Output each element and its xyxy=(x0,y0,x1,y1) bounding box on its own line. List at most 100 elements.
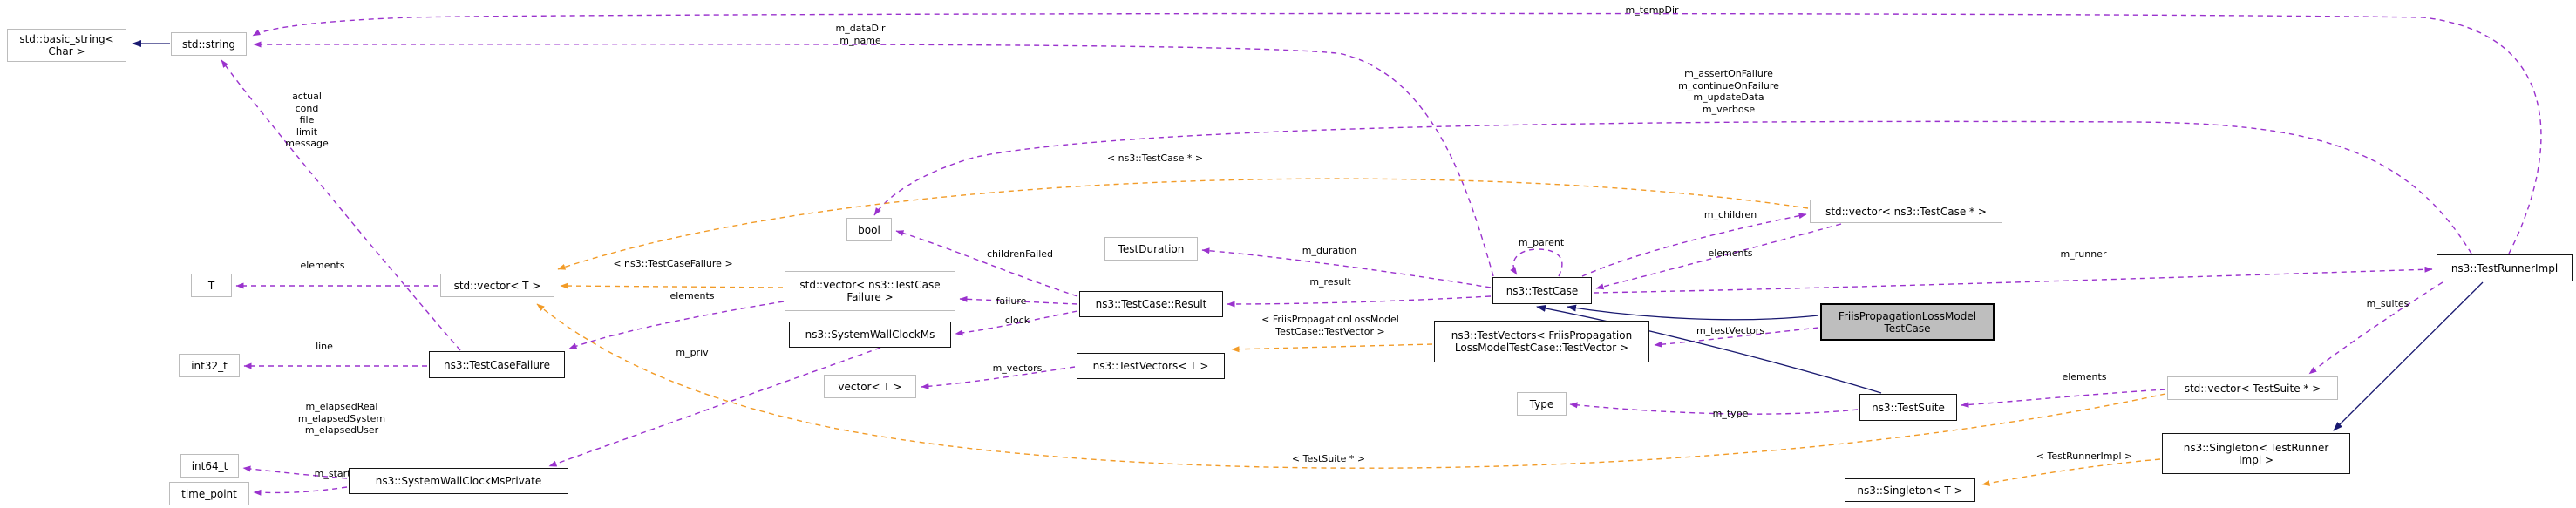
edge-label-line: < ns3::TestCaseFailure > xyxy=(613,258,733,269)
edge-label-tmpl-testrunnerimpl: < TestRunnerImpl > xyxy=(2036,450,2132,463)
class-node-testcasefailure[interactable]: ns3::TestCaseFailure xyxy=(429,351,565,378)
class-node-int64-t[interactable]: int64_t xyxy=(180,454,239,478)
edge-label-failure: failure xyxy=(996,295,1027,308)
edge-elements-tcf xyxy=(568,301,785,349)
class-node-label: ns3::TestVectors< T > xyxy=(1092,360,1209,372)
edge-label-m-tempdir: m_tempDir xyxy=(1625,4,1678,17)
class-node-label: ns3::TestRunnerImpl xyxy=(2450,261,2559,274)
class-node-label: ns3::TestCase xyxy=(1505,284,1579,297)
edge-m-suites xyxy=(2308,281,2443,375)
class-node-time-point[interactable]: time_point xyxy=(169,482,249,505)
edge-label-line: m_elapsedReal xyxy=(305,401,378,412)
edge-label-m-parent: m_parent xyxy=(1519,237,1564,249)
class-node-testcase[interactable]: ns3::TestCase xyxy=(1492,277,1592,304)
edge-label-m-children: m_children xyxy=(1704,209,1757,221)
class-node-label: int32_t xyxy=(191,359,228,372)
class-node-label: std::vector< TestSuite * > xyxy=(2184,382,2321,395)
edge-label-line: < ns3::TestCase * > xyxy=(1106,152,1204,164)
class-node-testcase-result[interactable]: ns3::TestCase::Result xyxy=(1079,291,1223,317)
edge-tmpl-tri xyxy=(1981,458,2161,486)
class-node-singleton-t[interactable]: ns3::Singleton< T > xyxy=(1845,478,1975,502)
edge-label-line: m_dataDir xyxy=(835,23,886,34)
edge-label-tmpl-testcasefailure: < ns3::TestCaseFailure > xyxy=(613,258,732,270)
class-node-test-duration[interactable]: TestDuration xyxy=(1104,237,1198,261)
class-node-label: std::basic_string< xyxy=(19,33,114,45)
class-node-label: ns3::TestVectors< FriisPropagation xyxy=(1451,329,1633,342)
class-node-label: FriisPropagationLossModel xyxy=(1838,309,1977,322)
class-node-bool[interactable]: bool xyxy=(846,218,892,241)
class-node-label: Char > xyxy=(48,45,85,58)
edge-label-line: m_elapsedSystem xyxy=(297,412,386,424)
edge-label-line: limit xyxy=(296,125,318,138)
edge-label-line: message xyxy=(285,138,329,149)
edge-label-line: < TestRunnerImpl > xyxy=(2036,450,2133,462)
edge-label-m-priv: m_priv xyxy=(676,347,708,359)
edge-tmpl-testcase-ptr xyxy=(557,178,1809,270)
class-node-label: TestDuration xyxy=(1118,242,1185,255)
class-node-swcm-private[interactable]: ns3::SystemWallClockMsPrivate xyxy=(349,468,568,494)
class-node-std-string[interactable]: std::string xyxy=(171,32,247,56)
edge-label-m-testvectors: m_testVectors xyxy=(1696,325,1764,337)
edge-label-line: file xyxy=(299,114,315,125)
class-node-vector-t[interactable]: std::vector< T > xyxy=(440,274,554,297)
edge-label-elements-suites: elements xyxy=(2062,371,2106,383)
class-node-label: Impl > xyxy=(2238,453,2274,466)
class-node-type[interactable]: Type xyxy=(1517,392,1567,416)
edge-m-runner xyxy=(1593,266,2433,294)
edge-label-line: failure xyxy=(996,295,1027,307)
edge-label-line: m_continueOnFailure xyxy=(1678,79,1779,91)
class-node-swcm[interactable]: ns3::SystemWallClockMs xyxy=(789,322,951,348)
class-node-label: std::vector< T > xyxy=(453,279,541,292)
class-node-label: bool xyxy=(858,223,880,236)
edge-label-m-result: m_result xyxy=(1309,276,1350,288)
edge-label-line: m_parent xyxy=(1518,237,1565,248)
class-node-testvectors-t[interactable]: ns3::TestVectors< T > xyxy=(1077,353,1225,379)
edge-failure xyxy=(959,295,1078,305)
edge-label-line: m_vectors xyxy=(992,362,1043,374)
class-node-vector-testcase-ptr[interactable]: std::vector< ns3::TestCase * > xyxy=(1810,200,2002,223)
class-node-label: LossModelTestCase::TestVector > xyxy=(1454,342,1629,354)
edge-m-type xyxy=(1569,402,1859,415)
class-node-label: int64_t xyxy=(191,459,228,472)
edge-label-tmpl-testsuite-ptr: < TestSuite * > xyxy=(1292,453,1365,465)
edge-inherit-testsuite xyxy=(1536,304,1882,394)
edge-label-m-type: m_type xyxy=(1713,408,1749,420)
edge-failure-fields xyxy=(221,59,461,351)
edge-elements-suites xyxy=(1961,389,2166,408)
class-node-label: TestCase xyxy=(1884,322,1931,335)
edge-label-line: m_duration xyxy=(1302,245,1357,256)
class-node-int32-t[interactable]: int32_t xyxy=(179,354,240,377)
class-node-label: ns3::TestCaseFailure xyxy=(443,358,551,371)
class-node-testsuite[interactable]: ns3::TestSuite xyxy=(1859,394,1957,421)
edge-label-m-duration: m_duration xyxy=(1302,245,1357,257)
class-node-basic-string[interactable]: std::basic_string<Char > xyxy=(7,29,126,62)
class-node-vector-testsuite-ptr[interactable]: std::vector< TestSuite * > xyxy=(2167,376,2338,400)
edge-runner-flags xyxy=(873,120,2472,254)
edge-label-m-vectors: m_vectors xyxy=(993,362,1043,375)
edge-label-line: clock xyxy=(1004,315,1030,326)
class-node-label: std::string xyxy=(181,37,236,51)
edge-label-line: childrenFailed xyxy=(986,248,1054,260)
edge-m-parent xyxy=(1510,248,1563,277)
edge-tmpl-tcf xyxy=(560,282,784,289)
edge-m-duration xyxy=(1201,247,1492,288)
class-node-label: ns3::TestSuite xyxy=(1872,401,1945,414)
edge-tmpl-friis-tv xyxy=(1231,343,1433,353)
edge-label-line: m_elapsedUser xyxy=(304,424,379,436)
edge-label-line: cond xyxy=(295,102,319,114)
edge-childrenfailed xyxy=(895,230,1078,297)
edge-label-line: < TestSuite * > xyxy=(1291,453,1366,464)
edge-m-tempdir xyxy=(252,12,2542,254)
class-node-testrunnerimpl[interactable]: ns3::TestRunnerImpl xyxy=(2437,254,2573,281)
class-node-vector-t-small[interactable]: vector< T > xyxy=(824,375,916,398)
edge-label-elements-tcf: elements xyxy=(669,290,714,302)
edge-label-line: elements xyxy=(2062,371,2107,383)
class-node-t[interactable]: T xyxy=(191,274,232,297)
